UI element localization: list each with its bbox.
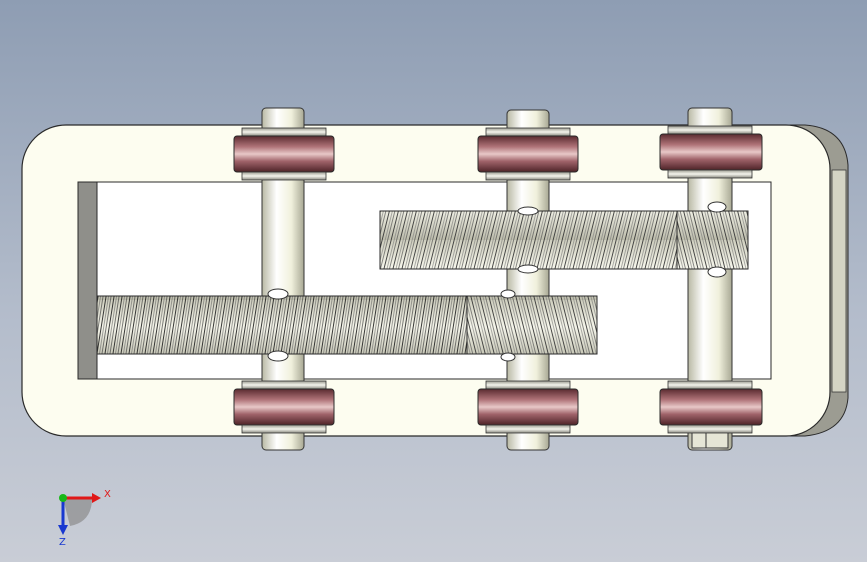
bearing-top-3[interactable]	[659, 125, 763, 179]
shaft-group	[261, 107, 733, 451]
coordinate-triad: X Z	[58, 489, 111, 548]
key-slot-icon	[500, 352, 516, 362]
bearing-row-bottom	[233, 380, 763, 434]
key-slot-icon	[267, 288, 289, 300]
key-slot-icon	[517, 206, 539, 216]
housing-right-face	[831, 169, 847, 393]
bearing-top-1[interactable]	[233, 127, 335, 181]
bearing-bottom-1[interactable]	[233, 380, 335, 434]
bearing-top-2[interactable]	[477, 127, 579, 181]
output-shaft[interactable]	[687, 107, 733, 451]
gear-pair-lower[interactable]	[96, 288, 598, 362]
key-slot-icon	[707, 266, 727, 278]
pinion-intermediate-lower[interactable]	[466, 295, 598, 355]
bearing-bottom-3[interactable]	[659, 380, 763, 434]
x-axis-arrowhead	[92, 493, 101, 503]
gear-large-lower[interactable]	[96, 295, 468, 355]
key-slot-icon	[707, 201, 727, 213]
key-slot-icon	[267, 350, 289, 362]
input-shaft[interactable]	[261, 107, 305, 451]
intermediate-shaft[interactable]	[506, 109, 550, 451]
x-axis-label: X	[104, 489, 111, 500]
triad-shadow	[63, 498, 92, 526]
bearing-bottom-2[interactable]	[477, 380, 579, 434]
y-axis-dot	[59, 494, 67, 502]
z-axis-label: Z	[59, 537, 66, 548]
pinion-output-upper[interactable]	[676, 210, 749, 270]
key-slot-icon	[500, 289, 516, 299]
housing-left-wall	[77, 181, 98, 380]
key-slot-icon	[517, 264, 539, 274]
gear-pair-upper[interactable]	[379, 201, 749, 278]
z-axis-arrowhead	[58, 525, 68, 535]
bearing-row-top	[233, 125, 763, 181]
gear-large-upper[interactable]	[379, 210, 678, 270]
